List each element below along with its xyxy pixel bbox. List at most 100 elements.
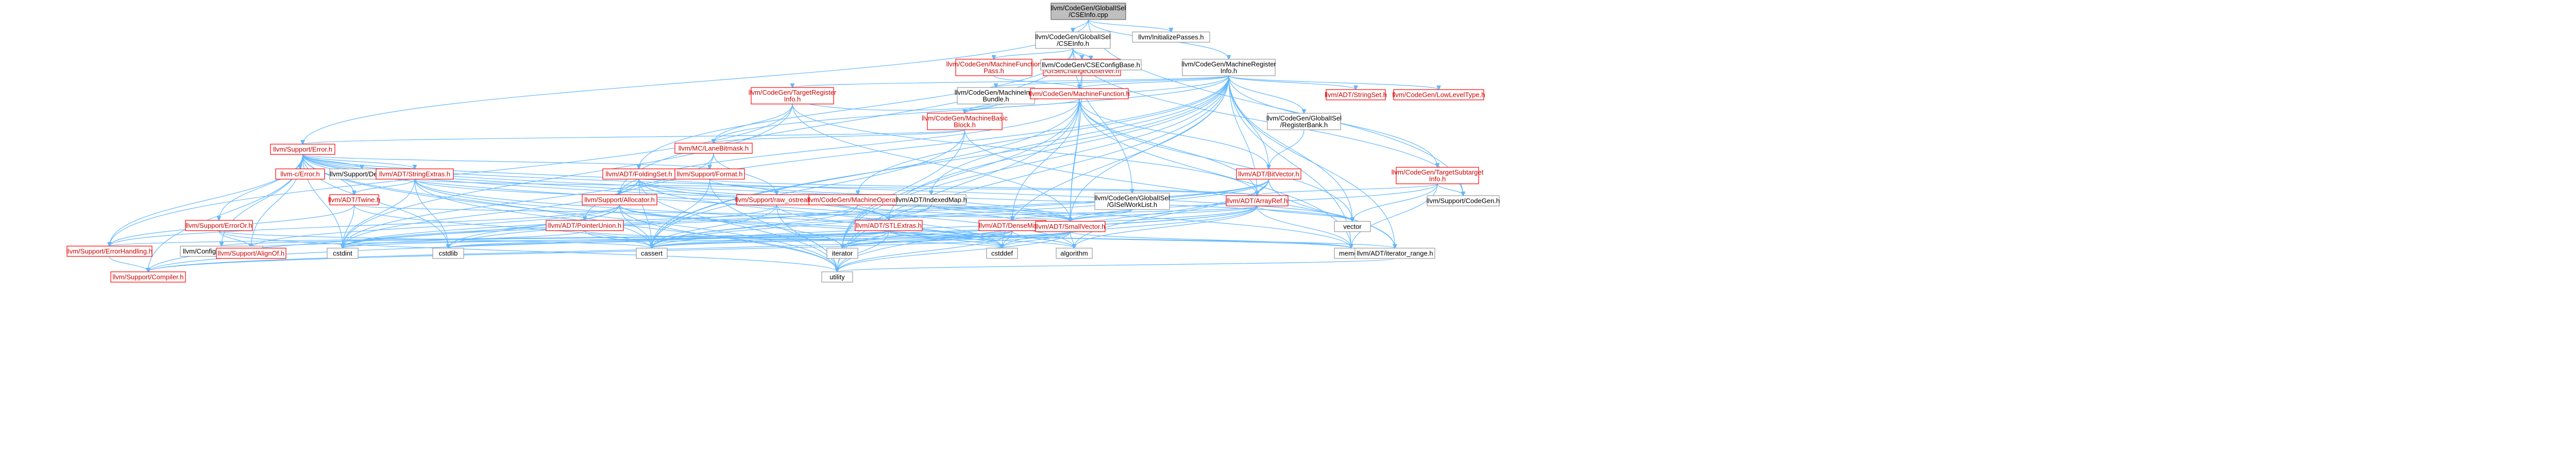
node-regbank[interactable]: llvm/CodeGen/GlobalISel/RegisterBank.h xyxy=(1266,113,1342,130)
edge-mri-to-mibundle xyxy=(996,75,1229,88)
node-box xyxy=(821,271,853,283)
edge-mri-to-memory xyxy=(1228,75,1351,248)
node-rawostream[interactable]: llvm/Support/raw_ostream.h xyxy=(735,194,819,205)
node-box xyxy=(66,246,152,257)
node-stringset[interactable]: llvm/ADT/StringSet.h xyxy=(1325,89,1387,100)
edge-densemap-to-iterator xyxy=(842,230,1013,248)
node-compiler[interactable]: llvm/Support/Compiler.h xyxy=(110,271,186,283)
node-box xyxy=(1040,59,1142,71)
node-label: llvm/ADT/STLExtras.h xyxy=(856,222,922,230)
edge-sup-error-to-erroror xyxy=(219,154,303,220)
node-label: /GISelWorkList.h xyxy=(1107,201,1157,208)
node-label: Pass.h xyxy=(984,67,1004,75)
edge-rawostream-to-utility xyxy=(776,204,838,272)
node-box xyxy=(955,59,1032,76)
edge-sup-error-to-smallvector xyxy=(302,154,1071,221)
edge-arrayref-to-cassert xyxy=(652,205,1258,248)
node-label: Bundle.h xyxy=(982,95,1009,103)
edge-sup-error-to-rawostream xyxy=(302,154,777,195)
node-label: llvm-c/Error.h xyxy=(280,170,320,178)
node-erroror[interactable]: llvm/Support/ErrorOr.h xyxy=(185,220,253,231)
node-laneb[interactable]: llvm/MC/LaneBitmask.h xyxy=(674,143,753,154)
node-stlextras[interactable]: llvm/ADT/STLExtras.h xyxy=(855,220,923,231)
node-errhandling[interactable]: llvm/Support/ErrorHandling.h xyxy=(66,246,152,257)
node-arrayref[interactable]: llvm/ADT/ArrayRef.h xyxy=(1226,195,1289,206)
node-indexedmap[interactable]: llvm/ADT/IndexedMap.h xyxy=(895,194,967,205)
node-box xyxy=(432,248,464,259)
edge-gisel-worklist-to-smallvector xyxy=(1071,209,1133,221)
node-alignof[interactable]: llvm/Support/AlignOf.h xyxy=(216,248,286,259)
node-cseinfo-h[interactable]: llvm/CodeGen/GlobalISel/CSEInfo.h xyxy=(1035,31,1111,49)
edge-arrayref-to-cstddef xyxy=(1002,205,1258,248)
edge-bitvector-to-cstdlib xyxy=(448,179,1269,248)
edge-sup-error-to-stlextras xyxy=(302,154,889,220)
node-box xyxy=(376,168,454,180)
node-label: /CSEInfo.h xyxy=(1057,40,1089,47)
edge-allocator-to-cstdlib xyxy=(448,204,620,248)
edge-mo-to-cassert xyxy=(652,204,858,248)
node-densemap[interactable]: llvm/ADT/DenseMap.h xyxy=(978,220,1046,231)
node-twine[interactable]: llvm/ADT/Twine.h xyxy=(328,194,380,205)
node-cseconfig[interactable]: llvm/CodeGen/CSEConfigBase.h xyxy=(1040,59,1142,71)
edge-mri-to-iter-range xyxy=(1228,75,1395,248)
edge-sup-error-to-sup-format xyxy=(302,154,710,169)
edge-arrayref-to-stlextras xyxy=(889,205,1258,220)
node-label: Info.h xyxy=(784,95,801,103)
edge-indexedmap-to-stlextras xyxy=(889,204,932,220)
node-box xyxy=(751,87,834,105)
edge-tri-to-cstdint xyxy=(343,103,793,248)
edge-tri-to-arrayref xyxy=(792,103,1257,196)
node-label: llvm/CodeGen/GlobalISel xyxy=(1095,194,1170,202)
edge-stlextras-to-utility xyxy=(837,230,889,272)
node-label: llvm/CodeGen/TargetRegister xyxy=(749,89,837,96)
node-stringextras[interactable]: llvm/ADT/StringExtras.h xyxy=(376,168,454,180)
node-initpasses[interactable]: llvm/InitializePasses.h xyxy=(1132,31,1210,43)
node-cstdlib[interactable]: cstdlib xyxy=(432,248,464,259)
node-cstddef[interactable]: cstddef xyxy=(986,248,1018,259)
edge-sup-error-to-errhandling xyxy=(110,154,303,246)
node-foldingset[interactable]: llvm/ADT/FoldingSet.h xyxy=(602,168,675,180)
node-vector[interactable]: vector xyxy=(1334,221,1371,232)
edge-sup-format-to-vector xyxy=(709,179,1353,221)
edge-bitvector-to-iter-range xyxy=(1268,179,1395,248)
node-algorithm[interactable]: algorithm xyxy=(1056,248,1093,259)
node-gisel-worklist[interactable]: llvm/CodeGen/GlobalISel/GISelWorkList.h xyxy=(1094,193,1170,210)
node-bitvector[interactable]: llvm/ADT/BitVector.h xyxy=(1236,168,1301,180)
node-c-error[interactable]: llvm-c/Error.h xyxy=(275,168,325,180)
node-iter-range[interactable]: llvm/ADT/iterator_range.h xyxy=(1354,248,1435,259)
edge-foldingset-to-cstdint xyxy=(343,179,639,248)
node-label: Block.h xyxy=(954,121,976,129)
edge-mri-to-mo xyxy=(858,75,1229,195)
node-utility[interactable]: utility xyxy=(821,271,853,283)
node-box xyxy=(855,220,923,231)
node-label: llvm/CodeGen/MachineBasic xyxy=(922,114,1008,122)
node-label: iterator xyxy=(832,250,853,257)
node-cassert[interactable]: cassert xyxy=(636,248,668,259)
node-root[interactable]: llvm/CodeGen/GlobalISel/CSEInfo.cpp xyxy=(1050,3,1126,20)
node-sup-format[interactable]: llvm/Support/Format.h xyxy=(674,168,745,180)
edge-mf-to-densemap xyxy=(1012,98,1080,220)
edge-tsi-to-memory xyxy=(1351,183,1438,248)
node-label: llvm/CodeGen/CSEConfigBase.h xyxy=(1042,61,1140,69)
node-label: Info.h xyxy=(1221,67,1238,75)
node-box xyxy=(826,248,858,259)
node-lowlevel[interactable]: llvm/CodeGen/LowLevelType.h xyxy=(1393,89,1485,100)
node-codegen-h[interactable]: llvm/Support/CodeGen.h xyxy=(1427,195,1500,206)
node-cstdint[interactable]: cstdint xyxy=(327,248,359,259)
node-iterator[interactable]: iterator xyxy=(826,248,858,259)
node-mf[interactable]: llvm/CodeGen/MachineFunction.h xyxy=(1029,88,1130,99)
node-mo[interactable]: llvm/CodeGen/MachineOperand.h xyxy=(807,194,909,205)
edge-mf-to-vector xyxy=(1079,98,1352,221)
node-sup-error[interactable]: llvm/Support/Error.h xyxy=(270,144,335,155)
node-label: llvm/CodeGen/GlobalISel xyxy=(1036,33,1111,41)
node-allocator[interactable]: llvm/Support/Allocator.h xyxy=(582,194,657,205)
edge-allocator-to-cstddef xyxy=(619,204,1003,248)
node-smallvector[interactable]: llvm/ADT/SmallVector.h xyxy=(1035,221,1106,232)
node-pointerunion[interactable]: llvm/ADT/PointerUnion.h xyxy=(546,220,624,231)
